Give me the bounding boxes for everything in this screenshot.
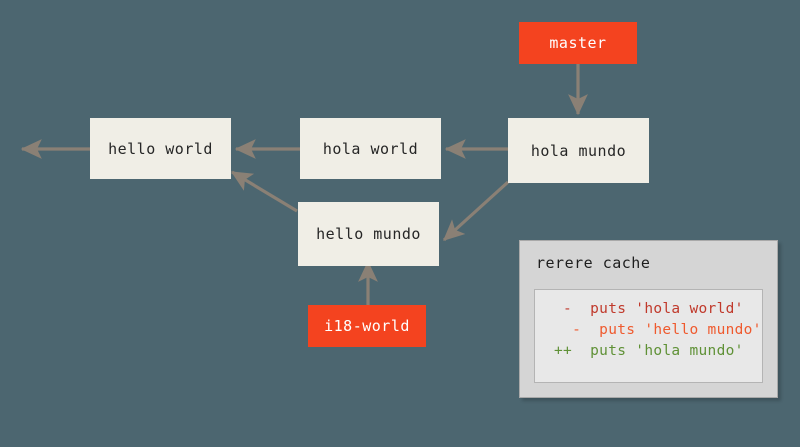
rerere-cache-panel: rerere cache - puts 'hola world' - puts … xyxy=(519,240,778,398)
diff-line: ++ puts 'hola mundo' xyxy=(545,343,744,359)
commit-label: hello world xyxy=(108,139,213,158)
branch-label-text: master xyxy=(549,34,607,52)
diff-line: - puts 'hola world' xyxy=(545,301,744,317)
commit-label: hola world xyxy=(322,139,419,158)
rerere-diff-box: - puts 'hola world' - puts 'hello mundo'… xyxy=(534,289,763,383)
commit-label: hello mundo xyxy=(316,225,421,243)
branch-label-text: i18-world xyxy=(324,317,410,335)
commit-node-hello-mundo[interactable]: hello mundo xyxy=(298,202,439,266)
rerere-cache-title: rerere cache xyxy=(536,254,651,272)
commit-label: hola mundo xyxy=(530,141,627,160)
commit-node-hola-world[interactable]: hola world xyxy=(300,118,441,179)
commit-node-hola-mundo[interactable]: hola mundo xyxy=(508,118,649,183)
edge-hello-mundo-to-hello-world xyxy=(230,170,298,213)
commit-node-hello-world[interactable]: hello world xyxy=(90,118,231,179)
branch-label-master[interactable]: master xyxy=(519,22,637,64)
edge-hola-mundo-to-hello-mundo xyxy=(442,180,510,242)
diff-line: - puts 'hello mundo' xyxy=(545,322,762,338)
branch-label-i18-world[interactable]: i18-world xyxy=(308,305,426,347)
